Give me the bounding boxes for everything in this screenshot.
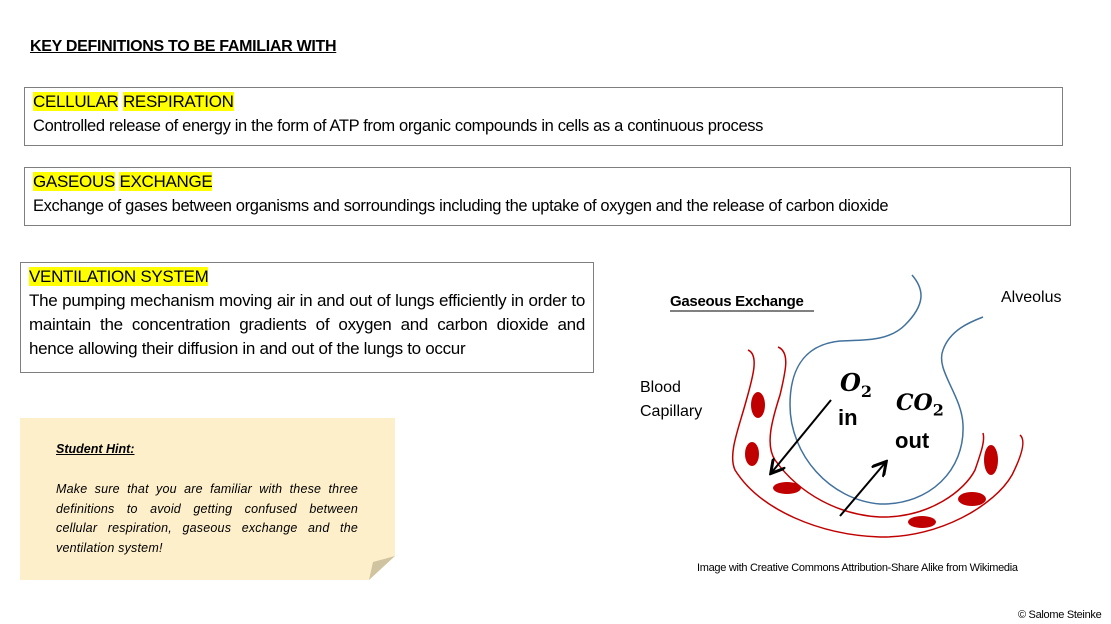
term: VENTILATION SYSTEM: [29, 267, 209, 286]
copyright: © Salome Steinke: [1018, 609, 1102, 621]
page-title: KEY DEFINITIONS TO BE FAMILIAR WITH: [30, 38, 337, 55]
definition-text: Exchange of gases between organisms and …: [33, 197, 889, 215]
hint-text: Make sure that you are familiar with the…: [56, 482, 358, 555]
hint-title: Student Hint:: [56, 442, 135, 456]
definition-gaseous-exchange: GASEOUS EXCHANGE Exchange of gases betwe…: [24, 167, 1071, 226]
capillary-inner-wall: [769, 346, 985, 518]
o2-symbol: O: [840, 368, 861, 397]
co2-subscript: 2: [932, 400, 944, 420]
capillary-label-line1: Blood: [640, 379, 681, 396]
student-hint-note: Student Hint: Make sure that you are fam…: [20, 418, 395, 580]
term-part: CELLULAR: [33, 92, 119, 111]
co2-symbol: CO: [896, 390, 933, 416]
definition-cellular-respiration: CELLULAR RESPIRATION Controlled release …: [24, 87, 1063, 146]
out-label: out: [895, 428, 930, 453]
blood-cell: [958, 492, 986, 506]
diagram-title: Gaseous Exchange: [670, 293, 804, 310]
definition-text: The pumping mechanism moving air in and …: [29, 291, 585, 358]
term-part: EXCHANGE: [119, 172, 213, 191]
alveolus-outline: [789, 274, 984, 505]
blood-cell: [773, 482, 801, 494]
o2-label: O2: [840, 368, 872, 401]
co2-label: CO2: [896, 390, 944, 419]
definition-ventilation-system: VENTILATION SYSTEM The pumping mechanism…: [20, 262, 594, 373]
definition-text: Controlled release of energy in the form…: [33, 117, 764, 135]
o2-subscript: 2: [860, 381, 873, 401]
o2-in-arrow: [772, 399, 832, 472]
red-blood-cells: [745, 392, 998, 528]
blood-cell: [751, 392, 765, 418]
co2-out-arrow: [839, 463, 885, 517]
blood-cell: [745, 442, 759, 466]
page-curl-icon: [369, 556, 395, 580]
term-part: GASEOUS: [33, 172, 115, 191]
in-label: in: [838, 405, 858, 430]
blood-cell: [908, 516, 936, 528]
alveolus-label: Alveolus: [1001, 289, 1062, 306]
capillary-outer-wall: [731, 349, 1024, 538]
term-part: RESPIRATION: [122, 92, 234, 111]
capillary-label-line2: Capillary: [640, 403, 703, 420]
image-credit: Image with Creative Commons Attribution-…: [697, 562, 1018, 574]
blood-cell: [984, 445, 998, 475]
